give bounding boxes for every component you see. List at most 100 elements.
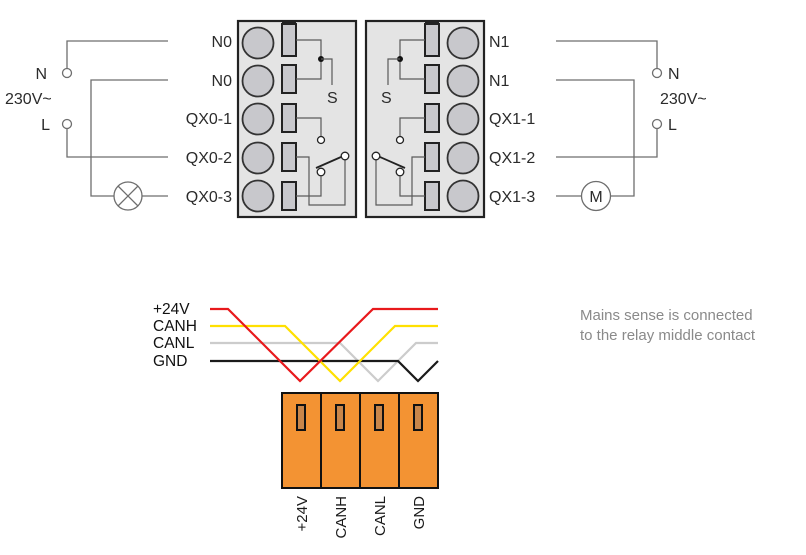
- supply-l-label: L: [41, 117, 50, 134]
- terminal-label: QX0-3: [186, 189, 232, 206]
- left-terminal-screws: [241, 26, 275, 213]
- terminal-slot-icon: [281, 64, 297, 94]
- relay-switch-lever: [379, 156, 406, 169]
- terminal-screw-icon: [241, 102, 275, 136]
- terminal-slot-icon: [281, 181, 297, 211]
- lamp-icon: [113, 181, 143, 211]
- supply-voltage-label: 230V~: [660, 91, 707, 108]
- left-terminal-labels: N0 N0 QX0-1 QX0-2 QX0-3: [186, 34, 232, 206]
- terminal-slot-icon: [424, 181, 440, 211]
- relay-switch-lever: [315, 156, 342, 169]
- internal-no-wire: [399, 117, 425, 137]
- terminal-screw-icon: [446, 141, 480, 175]
- connector-slot-icon: [335, 404, 345, 431]
- pin-label: CANH: [333, 496, 350, 539]
- pin-label: CANL: [372, 496, 389, 536]
- connector-slot-icon: [413, 404, 423, 431]
- terminal-slot-icon: [281, 142, 297, 172]
- terminal-screw-icon: [241, 179, 275, 213]
- wire-n1-to-motor: [556, 79, 635, 197]
- internal-common-wire: [296, 176, 322, 197]
- supply-n-label: N: [35, 66, 47, 83]
- terminal-screw-icon: [241, 64, 275, 98]
- wire-n0-to-lamp: [90, 79, 168, 197]
- terminal-slot-icon: [424, 142, 440, 172]
- right-terminal-screws: [446, 26, 480, 213]
- internal-common-wire: [399, 176, 425, 197]
- note-line-2: to the relay middle contact: [580, 327, 756, 344]
- terminal-screw-icon: [241, 141, 275, 175]
- terminal-label: QX1-2: [489, 150, 535, 167]
- terminal-slot-icon: [281, 103, 297, 133]
- note-line-1: Mains sense is connected: [580, 307, 753, 324]
- supply-voltage-label: 230V~: [5, 91, 52, 108]
- contact-no-icon: [395, 135, 405, 145]
- internal-nc-wire: [296, 156, 346, 206]
- pin-label: GND: [411, 496, 428, 530]
- internal-nc-wire: [375, 156, 425, 206]
- terminal-label: N0: [212, 73, 233, 90]
- can-connector: [281, 392, 439, 489]
- terminal-screw-icon: [446, 102, 480, 136]
- bus-wire-24v: [210, 307, 438, 383]
- sense-label: S: [381, 90, 392, 107]
- bus-wire-gnd: [210, 359, 439, 383]
- terminal-slot-icon: [424, 64, 440, 94]
- bus-wire-canh: [210, 324, 438, 383]
- contact-nc-icon: [371, 151, 381, 161]
- terminal-label: QX1-3: [489, 189, 535, 206]
- can-bus-wires: [210, 307, 439, 383]
- contact-no-icon: [316, 135, 326, 145]
- connector-slot-icon: [374, 404, 384, 431]
- left-external-wiring: N 230V~ L: [5, 40, 168, 211]
- terminal-label: N1: [489, 34, 510, 51]
- right-terminal-labels: N1 N1 QX1-1 QX1-2 QX1-3: [489, 34, 535, 206]
- contact-nc-icon: [340, 151, 350, 161]
- supply-n-terminal-icon: [651, 67, 663, 79]
- left-terminal-slots: [281, 23, 297, 211]
- sense-label: S: [327, 90, 338, 107]
- terminal-label: QX1-1: [489, 111, 535, 128]
- internal-sense-wire: [387, 58, 400, 85]
- supply-l-terminal-icon: [651, 118, 663, 130]
- bus-wire-label: CANL: [153, 335, 195, 352]
- can-bus-labels: +24V CANH CANL GND: [153, 301, 197, 370]
- supply-l-label: L: [668, 117, 677, 134]
- internal-sense-wire: [321, 58, 333, 85]
- right-terminal-slots: [424, 23, 440, 211]
- terminal-label: QX0-1: [186, 111, 232, 128]
- supply-n-terminal-icon: [61, 67, 73, 79]
- terminal-screw-icon: [241, 26, 275, 60]
- terminal-label: N0: [212, 34, 233, 51]
- wire-l-to-qx0-2: [66, 129, 168, 158]
- terminal-slot-icon: [424, 23, 440, 57]
- contact-common-icon: [316, 167, 326, 177]
- terminal-slot-icon: [424, 103, 440, 133]
- terminal-screw-icon: [446, 26, 480, 60]
- terminal-screw-icon: [446, 64, 480, 98]
- terminal-label: QX0-2: [186, 150, 232, 167]
- right-relay-module: S: [364, 19, 486, 219]
- terminal-slot-icon: [281, 23, 297, 57]
- pin-label: +24V: [294, 496, 311, 531]
- terminal-screw-icon: [446, 179, 480, 213]
- bus-wire-label: GND: [153, 353, 187, 370]
- contact-common-icon: [395, 167, 405, 177]
- right-external-wiring: M N 230V~ L: [556, 40, 707, 212]
- supply-l-terminal-icon: [61, 118, 73, 130]
- connector-pin-labels: +24V CANH CANL GND: [294, 496, 428, 539]
- bus-wire-label: CANH: [153, 318, 197, 335]
- mains-sense-note: Mains sense is connected to the relay mi…: [580, 307, 756, 344]
- motor-symbol: M: [589, 189, 602, 206]
- wire-l-to-qx1-2: [556, 129, 658, 158]
- connector-slot-icon: [296, 404, 306, 431]
- terminal-label: N1: [489, 73, 510, 90]
- motor-icon: M: [580, 180, 612, 212]
- bus-wire-label: +24V: [153, 301, 190, 318]
- supply-n-label: N: [668, 66, 680, 83]
- bus-wire-canl: [210, 341, 438, 383]
- wire-n1-to-n: [556, 40, 658, 68]
- wire-n0-to-n: [66, 40, 168, 68]
- left-relay-module: S: [236, 19, 358, 219]
